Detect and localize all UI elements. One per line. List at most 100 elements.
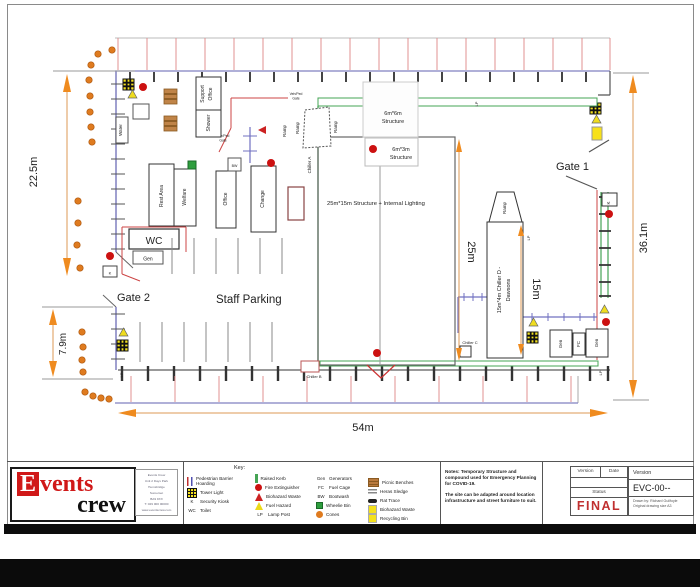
fire-extinguisher-icon <box>255 484 262 491</box>
wheelie-bin-icon <box>187 160 197 170</box>
legend-item: Gen Generators <box>316 474 368 483</box>
raised-kerb-icon <box>255 474 258 483</box>
picnic-bench-icon <box>163 88 178 105</box>
wc-abbr: WC <box>188 508 196 513</box>
fire-extinguisher-icon <box>106 252 114 260</box>
ramp-label: Ramp <box>295 122 300 135</box>
veh-gate-label: Veh/Ped <box>290 92 303 96</box>
structure-6x3-label: 6m*3m <box>392 147 410 153</box>
date-header: Date <box>608 469 620 474</box>
legend-label: Wheelie Bin <box>326 502 351 508</box>
legend-label: Generators <box>329 475 352 481</box>
dim-25m-label: 25m <box>465 241 477 262</box>
fire-extinguisher-icon <box>369 145 377 153</box>
logo-crew: crew <box>77 492 126 518</box>
drawing-number-box: Version EVC-00-- Drawn by: Richard Guilf… <box>628 466 694 516</box>
titleblock-top-border <box>7 461 694 462</box>
legend-item: Heras Sledge <box>368 487 440 496</box>
structure-6x6-label2: Structure <box>382 119 404 125</box>
fire-extinguisher-icon <box>139 83 147 91</box>
dim-22-5m-label: 22.5m <box>28 157 40 188</box>
wc-unit <box>128 228 180 250</box>
legend-label: Biohazard Waste <box>380 506 415 512</box>
legend-item: Tower Light <box>187 487 253 498</box>
version-status-table: Version Date Status FINAL <box>570 466 628 516</box>
fuel-hazard-icon <box>599 304 610 314</box>
address-line: Somerset <box>149 490 164 495</box>
dimension-15m: 15m <box>518 225 542 355</box>
chiller-c <box>459 345 472 358</box>
fuel-hazard-icon <box>591 114 602 124</box>
legend-label: Raised Kerb <box>260 475 286 481</box>
gen-label: Gen <box>594 338 599 347</box>
key-column-4: Picnic Benches Heras Sledge Rat Trace Bi… <box>368 478 440 523</box>
legend-item: Fuel Hazard <box>255 501 317 510</box>
fire-extinguisher-icon <box>373 349 381 357</box>
generator-box <box>132 250 164 265</box>
fuel-cage-abbr: FC <box>318 485 324 490</box>
legend-label: Fire Extinguisher <box>265 484 300 490</box>
version-header: Version <box>571 467 601 477</box>
status-header: Status <box>571 488 627 498</box>
lamp-post-label: LP <box>474 101 479 106</box>
fire-lane-red <box>218 97 288 153</box>
legend-label: Cones <box>326 511 340 517</box>
chiller-d: Ramp 15m*4m Chiller D - Dawsons <box>486 191 524 359</box>
legend-label: Fuel Hazard <box>266 502 292 508</box>
tower-light-icon <box>122 78 135 91</box>
bottom-parking-bays <box>115 376 579 404</box>
main-structure-label: 25m*15m Structure + Internal Lighting <box>327 201 425 207</box>
ramp-label: Ramp <box>333 121 338 134</box>
legend-item: Raised Kerb <box>255 474 317 483</box>
legend-item: WC Toilet <box>187 506 253 515</box>
notes-paragraph-1: Notes: Temporary Structure and compound … <box>445 469 537 487</box>
frame-top <box>7 4 694 5</box>
fuel-cage-label: FC <box>576 340 581 347</box>
legend-label: Lamp Post <box>268 511 290 517</box>
drawn-by: Drawn by: Richard Guilfoyle <box>633 499 678 503</box>
biohazard-waste-icon <box>258 126 266 134</box>
titleblock-divider <box>542 461 543 525</box>
bootwash-abbr: BW <box>317 494 325 499</box>
right-boundary <box>565 71 611 360</box>
legend-item: Biohazard Waste <box>255 492 317 501</box>
legend-item: FC Fuel Cage <box>316 483 368 492</box>
company-address: Events Crew Unit 2 Days Park Hemsbridge … <box>135 469 178 516</box>
window-bottom-band <box>0 559 700 587</box>
status-value: FINAL <box>576 499 622 513</box>
cones <box>73 46 116 403</box>
legend-label: Fuel Cage <box>329 484 351 490</box>
logo-rest: vents <box>40 471 94 497</box>
gen-label: Gen <box>143 257 153 263</box>
bootwash-label: BW <box>232 164 238 168</box>
bottom-hoarding-posts <box>120 366 610 381</box>
key-column-3: Gen Generators FC Fuel Cage BW Bootwash … <box>316 474 368 519</box>
dimension-22-5m: 22.5m <box>28 70 135 276</box>
legend-item: LP Lamp Post <box>255 510 317 519</box>
legend-label: Recycling Bin <box>380 515 408 521</box>
parking-stalls-lower <box>139 322 273 362</box>
welfare-buildings <box>115 76 277 233</box>
address-line: Events Crew <box>147 473 166 477</box>
kiosk-label: K <box>606 201 611 204</box>
ramp-label: Ramp <box>502 202 507 215</box>
picnic-bench-icon <box>368 478 379 487</box>
security-kiosk <box>102 265 118 278</box>
lamp-post-label: LP <box>598 370 603 375</box>
structure-6x6: 6m*6m Structure <box>362 81 419 138</box>
lamp-post-abbr: LP <box>257 512 263 517</box>
recycling-bin-icon <box>368 514 377 523</box>
version-empty-row <box>571 478 627 488</box>
change-label: Change <box>260 190 266 208</box>
fuel-hazard-icon <box>528 317 539 327</box>
shower-label: Shower <box>206 114 212 131</box>
center-ramp: Ramp Ramp Veh/Ped Gate <box>290 92 338 149</box>
cone-icon <box>316 511 323 518</box>
address-line: www.eventscrew.com <box>141 508 172 513</box>
key-column-2: Raised Kerb Fire Extinguisher Biohazard … <box>255 474 317 519</box>
ramp-label: Ramp <box>282 125 287 138</box>
gen-label: Gen <box>558 339 563 348</box>
chiller-d-label: 15m*4m Chiller D - <box>497 267 503 314</box>
chiller-b-label: Chiller B <box>306 374 321 379</box>
address-line: BA9 9XX <box>150 496 163 501</box>
